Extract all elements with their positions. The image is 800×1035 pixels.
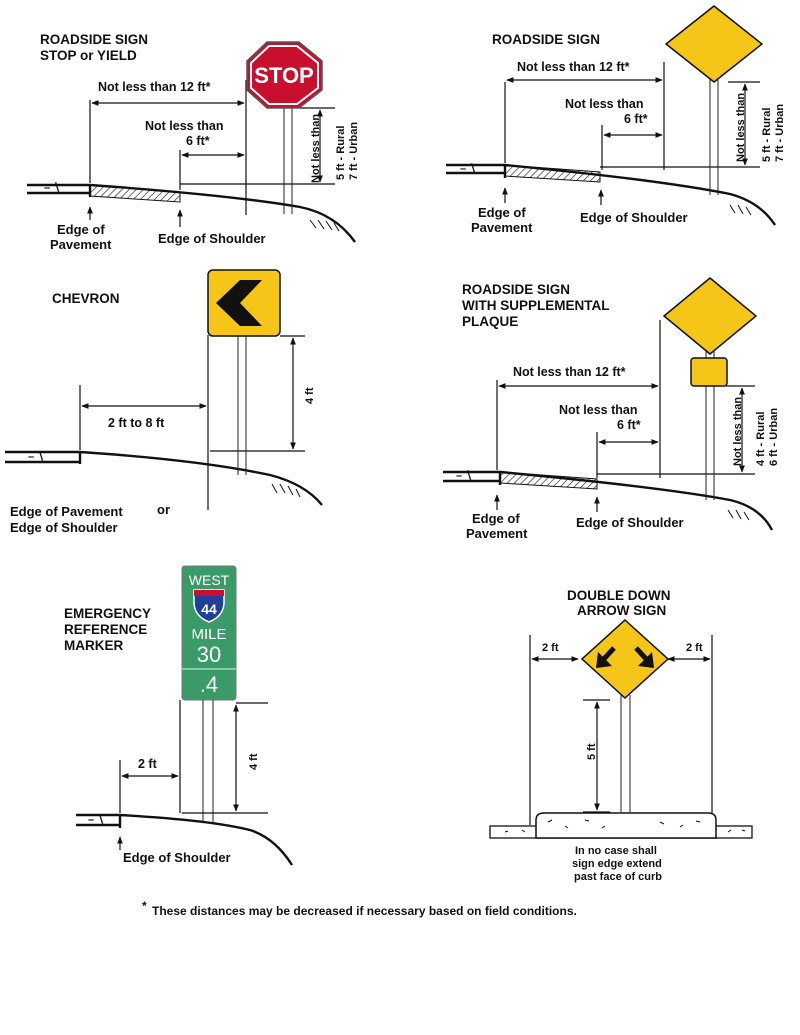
stop-sign: STOP (246, 41, 323, 109)
panel-title-line1: DOUBLE DOWN (567, 588, 671, 603)
dim-2to8ft-label: 2 ft to 8 ft (108, 416, 165, 430)
height-label-2: 5 ft - Rural (335, 126, 347, 180)
panel-title-line2: STOP or YIELD (40, 48, 137, 63)
marker-route-number: 44 (201, 601, 217, 617)
chevron-sign (207, 269, 281, 337)
interstate-shield-icon (193, 589, 225, 623)
panel-title-line1: ROADSIDE SIGN (492, 32, 600, 47)
warning-diamond-sign (664, 5, 764, 83)
edge-label-1: Edge of Pavement (10, 504, 123, 519)
edge-of-shoulder-label: Edge of Shoulder (580, 210, 688, 225)
edge-of-pavement-label-1: Edge of (478, 205, 526, 220)
panel-title-line1: EMERGENCY (64, 606, 151, 621)
edge-of-pavement-label-2: Pavement (471, 220, 533, 235)
panel-title-line2: WITH SUPPLEMENTAL (462, 298, 610, 313)
edge-of-shoulder-label: Edge of Shoulder (158, 231, 266, 246)
height-label-3: 6 ft - Urban (768, 408, 780, 466)
dim-6ft-label-1: Not less than (559, 403, 638, 417)
road-profile: – ∖ (76, 813, 294, 866)
panel-roadside-sign: ROADSIDE SIGN – ∖ Not less than 12 ft* N… (446, 5, 786, 235)
panel-title-line3: PLAQUE (462, 314, 518, 329)
panel-title-line3: MARKER (64, 638, 123, 653)
dim-12ft-label: Not less than 12 ft* (98, 80, 211, 94)
dim-6ft-label-1: Not less than (565, 97, 644, 111)
marker-mile-word: MILE (191, 626, 226, 643)
height-label-2: 5 ft - Rural (761, 108, 773, 162)
note-line1: In no case shall (575, 845, 657, 857)
height-label: 5 ft (586, 743, 598, 760)
svg-text:– ∖: – ∖ (44, 182, 60, 194)
edge-of-shoulder-label: Edge of Shoulder (123, 850, 231, 865)
edge-of-pavement-label-1: Edge of (57, 222, 105, 237)
height-label-3: 7 ft - Urban (348, 122, 360, 180)
dim-12ft-label: Not less than 12 ft* (513, 365, 626, 379)
note-line3: past face of curb (574, 871, 662, 883)
road-profile: – ∖ (5, 450, 323, 506)
dim-6ft-label-1: Not less than (145, 119, 224, 133)
edge-label-2: Edge of Shoulder (10, 520, 118, 535)
supplemental-plaque (690, 357, 728, 387)
road-profile: – ∖ (443, 470, 774, 531)
height-label: 4 ft (248, 753, 260, 770)
svg-text:– ∖: – ∖ (456, 470, 472, 482)
height-label-2: 4 ft - Rural (755, 412, 767, 466)
height-label-1: Not less than (735, 93, 747, 162)
height-label: 4 ft (304, 387, 316, 404)
marker-mile-decimal: .4 (200, 672, 218, 697)
double-down-arrow-sign (580, 618, 670, 700)
panel-title-line2: REFERENCE (64, 622, 147, 637)
panel-title-line1: CHEVRON (52, 291, 120, 306)
panel-emergency-reference-marker: EMERGENCY REFERENCE MARKER WEST 44 MILE … (64, 565, 294, 866)
note-line2: sign edge extend (572, 858, 662, 870)
svg-text:– ∖: – ∖ (460, 163, 476, 175)
road-profile: – ∖ (27, 182, 356, 243)
height-label-1: Not less than (732, 397, 744, 466)
panel-supplemental-plaque: ROADSIDE SIGN WITH SUPPLEMENTAL PLAQUE –… (443, 277, 780, 541)
dim-right-label: 2 ft (686, 642, 703, 654)
warning-diamond-sign (662, 277, 758, 355)
edge-label-or: or (157, 502, 170, 517)
edge-of-pavement-label-2: Pavement (466, 526, 528, 541)
stop-sign-text: STOP (254, 63, 314, 88)
edge-of-pavement-label-2: Pavement (50, 237, 112, 252)
footnote-text: These distances may be decreased if nece… (152, 904, 577, 918)
arrow-down-left-icon (596, 646, 616, 668)
reference-marker-sign: WEST 44 MILE 30 .4 (181, 565, 237, 701)
panel-chevron: CHEVRON – ∖ 2 ft to 8 ft 4 ft Edge of Pa… (5, 269, 323, 535)
footnote: * These distances may be decreased if ne… (142, 899, 577, 918)
panel-title-line1: ROADSIDE SIGN (462, 282, 570, 297)
curb-island (489, 812, 753, 839)
height-label-3: 7 ft - Urban (774, 104, 786, 162)
footnote-asterisk: * (142, 899, 147, 913)
dim-left-label: 2 ft (542, 642, 559, 654)
height-label-1: Not less than (310, 114, 322, 183)
dim-12ft-label: Not less than 12 ft* (517, 60, 630, 74)
dim-6ft-label-2: 6 ft* (624, 112, 648, 126)
panel-stop-sign: ROADSIDE SIGN STOP or YIELD – ∖ Not less… (27, 32, 360, 252)
dim-2ft-label: 2 ft (138, 757, 158, 771)
panel-title-line1: ROADSIDE SIGN (40, 32, 148, 47)
panel-title-line2: ARROW SIGN (577, 603, 666, 618)
arrow-down-right-icon (634, 646, 654, 668)
panel-double-down-arrow: DOUBLE DOWN ARROW SIGN 2 ft 2 ft 5 ft (489, 588, 753, 883)
svg-text:– ∖: – ∖ (88, 814, 104, 826)
marker-direction: WEST (189, 572, 230, 588)
dim-6ft-label-2: 6 ft* (186, 134, 210, 148)
edge-of-pavement-label-1: Edge of (472, 511, 520, 526)
edge-of-shoulder-label: Edge of Shoulder (576, 515, 684, 530)
road-profile: – ∖ (446, 163, 777, 226)
svg-text:– ∖: – ∖ (28, 451, 44, 463)
marker-mile-number: 30 (197, 642, 221, 667)
dim-6ft-label-2: 6 ft* (617, 418, 641, 432)
